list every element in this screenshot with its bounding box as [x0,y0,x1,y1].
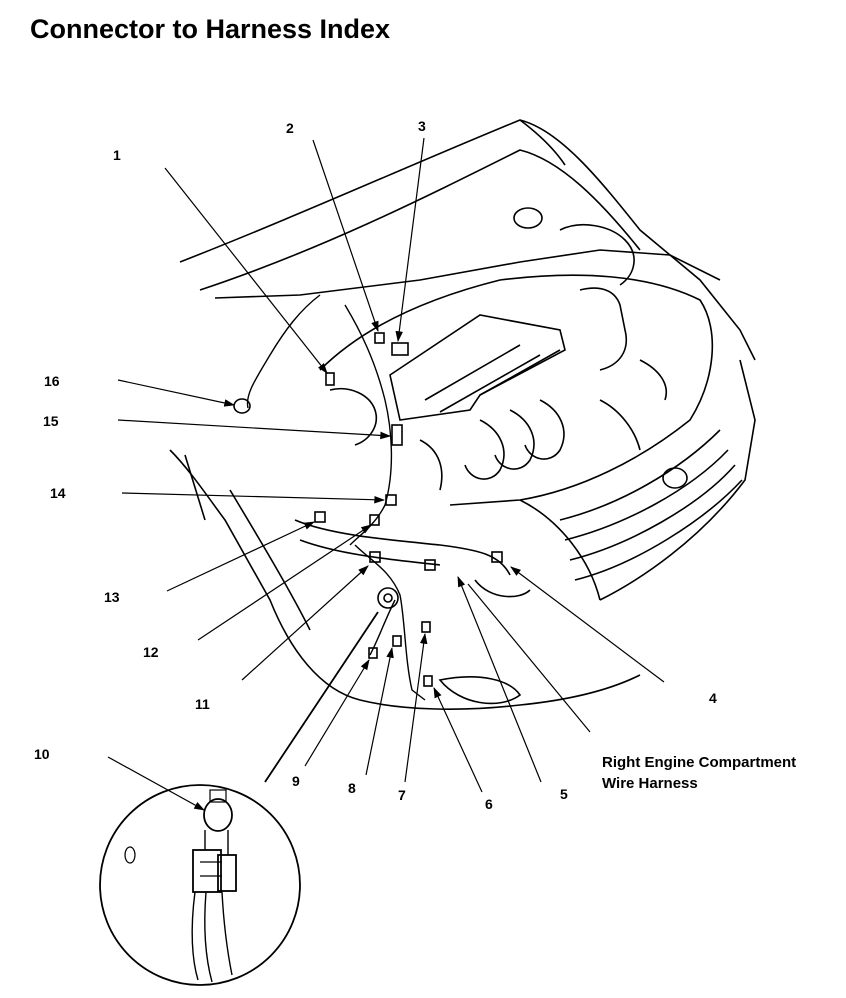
page-title: Connector to Harness Index [30,14,391,44]
callout-16: 16 [44,373,60,389]
callout-numbers: 1 2 3 4 5 6 7 8 9 10 11 12 13 14 15 16 [34,118,717,812]
wire-harness [246,294,321,409]
engine-cover [389,314,566,421]
grille [559,429,721,521]
callout-11: 11 [195,696,210,712]
hood [179,119,756,361]
callout-13: 13 [104,589,120,605]
fender [169,449,361,701]
callout-8: 8 [348,780,356,796]
callout-3: 3 [418,118,426,134]
callout-1: 1 [113,147,121,163]
horn [377,587,399,609]
callout-10: 10 [34,746,50,762]
callout-9: 9 [292,773,300,789]
callout-7: 7 [398,787,406,803]
headlight [294,519,511,576]
callout-15: 15 [43,413,59,429]
harness-label-line1: Right Engine Compartment [602,754,797,771]
callout-4: 4 [709,690,717,706]
callout-5: 5 [560,786,568,802]
callout-6: 6 [485,796,493,812]
leader-lines [107,137,665,811]
detail-inset [99,611,379,986]
callout-14: 14 [50,485,66,501]
harness-label-line2: Wire Harness [602,775,698,792]
vehicle-illustration [169,119,756,710]
callout-12: 12 [143,644,159,660]
emblem [662,467,688,489]
callout-2: 2 [286,120,294,136]
harness-label: Right Engine Compartment Wire Harness [602,752,796,794]
